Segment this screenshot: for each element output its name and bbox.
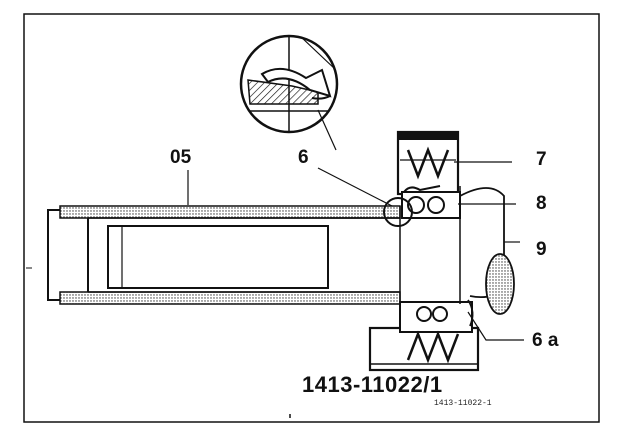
figure-frame (23, 13, 600, 423)
shaft (47, 205, 401, 305)
bearing-seal (383, 185, 461, 304)
leader-lines (187, 109, 524, 341)
callout-6a: 6 a (532, 330, 559, 351)
callout-7: 7 (536, 149, 547, 170)
callout-05: 05 (170, 147, 192, 168)
callout-8: 8 (536, 193, 547, 214)
lower-housing (368, 301, 480, 372)
detail-view (239, 34, 339, 134)
callout-6: 6 (298, 147, 309, 168)
upper-housing (396, 130, 460, 196)
callout-9: 9 (536, 239, 547, 260)
figure-code: 1413-11022/1 (302, 372, 443, 397)
small-code: 1413-11022-1 (434, 399, 492, 408)
assembly-tool (459, 187, 515, 327)
